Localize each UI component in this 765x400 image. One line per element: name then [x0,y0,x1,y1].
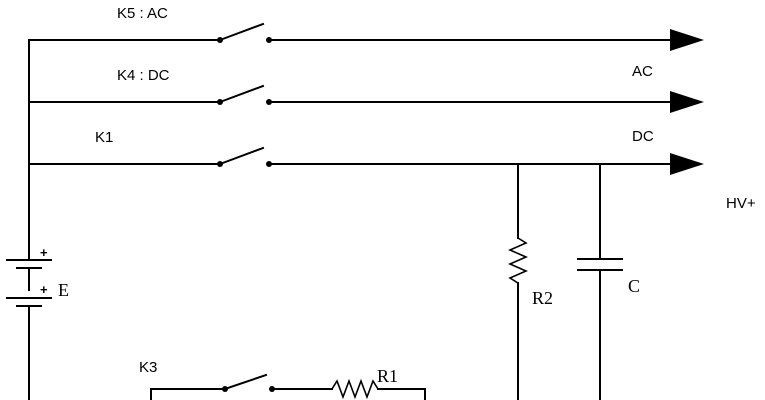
k1-switch-blade [218,146,265,166]
r2-branch: R2 [508,163,553,400]
k3-label: K3 [139,359,157,376]
battery-label: E [58,280,69,300]
k3-switch-blade [223,373,268,391]
k5-output-arrow [670,29,704,51]
output-ac-label: AC [632,63,653,80]
k4-label: K4 : DC [117,67,170,84]
k5-branch [28,22,704,51]
k4-branch [28,84,704,113]
r2-label: R2 [532,288,553,308]
capacitor-label: C [628,276,640,296]
capacitor-branch: C [577,163,640,400]
k4-output-arrow [670,91,704,113]
output-dc-label: DC [632,128,654,145]
k1-output-arrow [670,153,704,175]
r2-resistor-zigzag [508,237,528,284]
k1-contact-right [266,161,272,167]
battery-plus-top-label: + [40,245,48,260]
r1-label: R1 [377,366,398,386]
battery-e: + + E [6,245,69,319]
k4-contact-right [266,99,272,105]
k5-switch-blade [218,22,265,42]
k5-contact-right [266,37,272,43]
battery-plus-bottom-label: + [40,282,48,297]
k3-branch: R1 [150,366,426,400]
output-hv-label: HV+ [726,195,756,212]
k3-contact-right [269,386,275,392]
r1-resistor-zigzag [331,378,379,400]
k1-label: K1 [95,129,113,146]
k1-branch [28,146,704,175]
k5-label: K5 : AC [117,5,168,22]
k4-switch-blade [218,84,265,104]
